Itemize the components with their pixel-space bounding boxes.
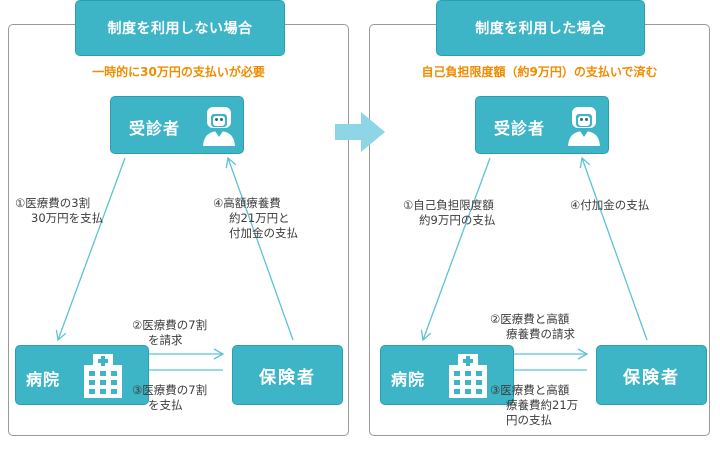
- insurer-label: 保険者: [623, 367, 680, 388]
- person-icon: [203, 107, 235, 146]
- right-label-1-line1: ①自己負担限度額: [403, 198, 494, 212]
- left-label-3-line2: を支払: [148, 398, 183, 412]
- right-label-3-line2: 療養費約21万: [506, 398, 579, 412]
- insurer-node: 保険者: [596, 345, 707, 405]
- left-label-1-line2: 30万円を支払: [31, 211, 104, 225]
- left-label-3-line1: ③医療費の7割: [132, 383, 208, 397]
- left-subtitle: 一時的に30万円の支払いが必要: [92, 65, 265, 79]
- insurer-node: 保険者: [232, 345, 343, 405]
- left-label-4-line3: 付加金の支払: [229, 226, 298, 240]
- right-label-2-line1: ②医療費と高額: [490, 312, 570, 326]
- right-label-2: ②医療費と高額 療養費の請求: [490, 312, 575, 342]
- left-label-2-line1: ②医療費の7割: [132, 318, 208, 332]
- patient-node: 受診者: [110, 96, 244, 154]
- left-label-2-line2: を請求: [148, 333, 183, 347]
- insurer-label: 保険者: [259, 367, 316, 388]
- patient-node: 受診者: [475, 96, 609, 154]
- left-label-4: ④高額療養費 約21万円と 付加金の支払: [213, 196, 298, 241]
- person-icon: [568, 107, 600, 146]
- right-label-3: ③医療費と高額 療養費約21万 円の支払: [490, 383, 578, 428]
- hospital-label: 病院: [391, 370, 426, 389]
- arrow-right-1: [420, 157, 491, 342]
- right-label-3-line1: ③医療費と高額: [490, 383, 570, 397]
- right-label-4-line1: ④付加金の支払: [570, 198, 650, 212]
- left-label-2: ②医療費の7割 を請求: [132, 318, 207, 348]
- right-arrow-icon: [335, 112, 385, 152]
- left-label-3: ③医療費の7割 を支払: [132, 383, 207, 413]
- right-label-2-line2: 療養費の請求: [506, 327, 575, 341]
- left-label-1: ①医療費の3割 30万円を支払: [15, 196, 103, 226]
- hospital-icon: [449, 354, 487, 398]
- right-label-3-line3: 円の支払: [506, 413, 552, 427]
- right-label-4: ④付加金の支払: [570, 198, 649, 213]
- left-title: 制度を利用しない場合: [75, 0, 285, 56]
- hospital-node: 病院: [380, 345, 514, 405]
- arrow-left-1: [55, 157, 126, 342]
- right-label-1: ①自己負担限度額 約9万円の支払: [403, 198, 495, 228]
- right-title: 制度を利用した場合: [436, 0, 645, 56]
- arrow-right-4: [579, 156, 648, 341]
- left-label-4-line1: ④高額療養費: [213, 196, 281, 210]
- left-label-1-line1: ①医療費の3割: [15, 196, 91, 210]
- right-subtitle: 自己負担限度額（約9万円）の支払いで済む: [421, 65, 658, 79]
- right-label-1-line2: 約9万円の支払: [419, 213, 496, 227]
- arrow-left-4: [225, 156, 294, 341]
- hospital-node: 病院: [15, 345, 149, 405]
- patient-label: 受診者: [494, 119, 546, 138]
- left-label-4-line2: 約21万円と: [229, 211, 290, 225]
- hospital-label: 病院: [26, 370, 61, 389]
- hospital-icon: [84, 354, 122, 398]
- patient-label: 受診者: [129, 119, 181, 138]
